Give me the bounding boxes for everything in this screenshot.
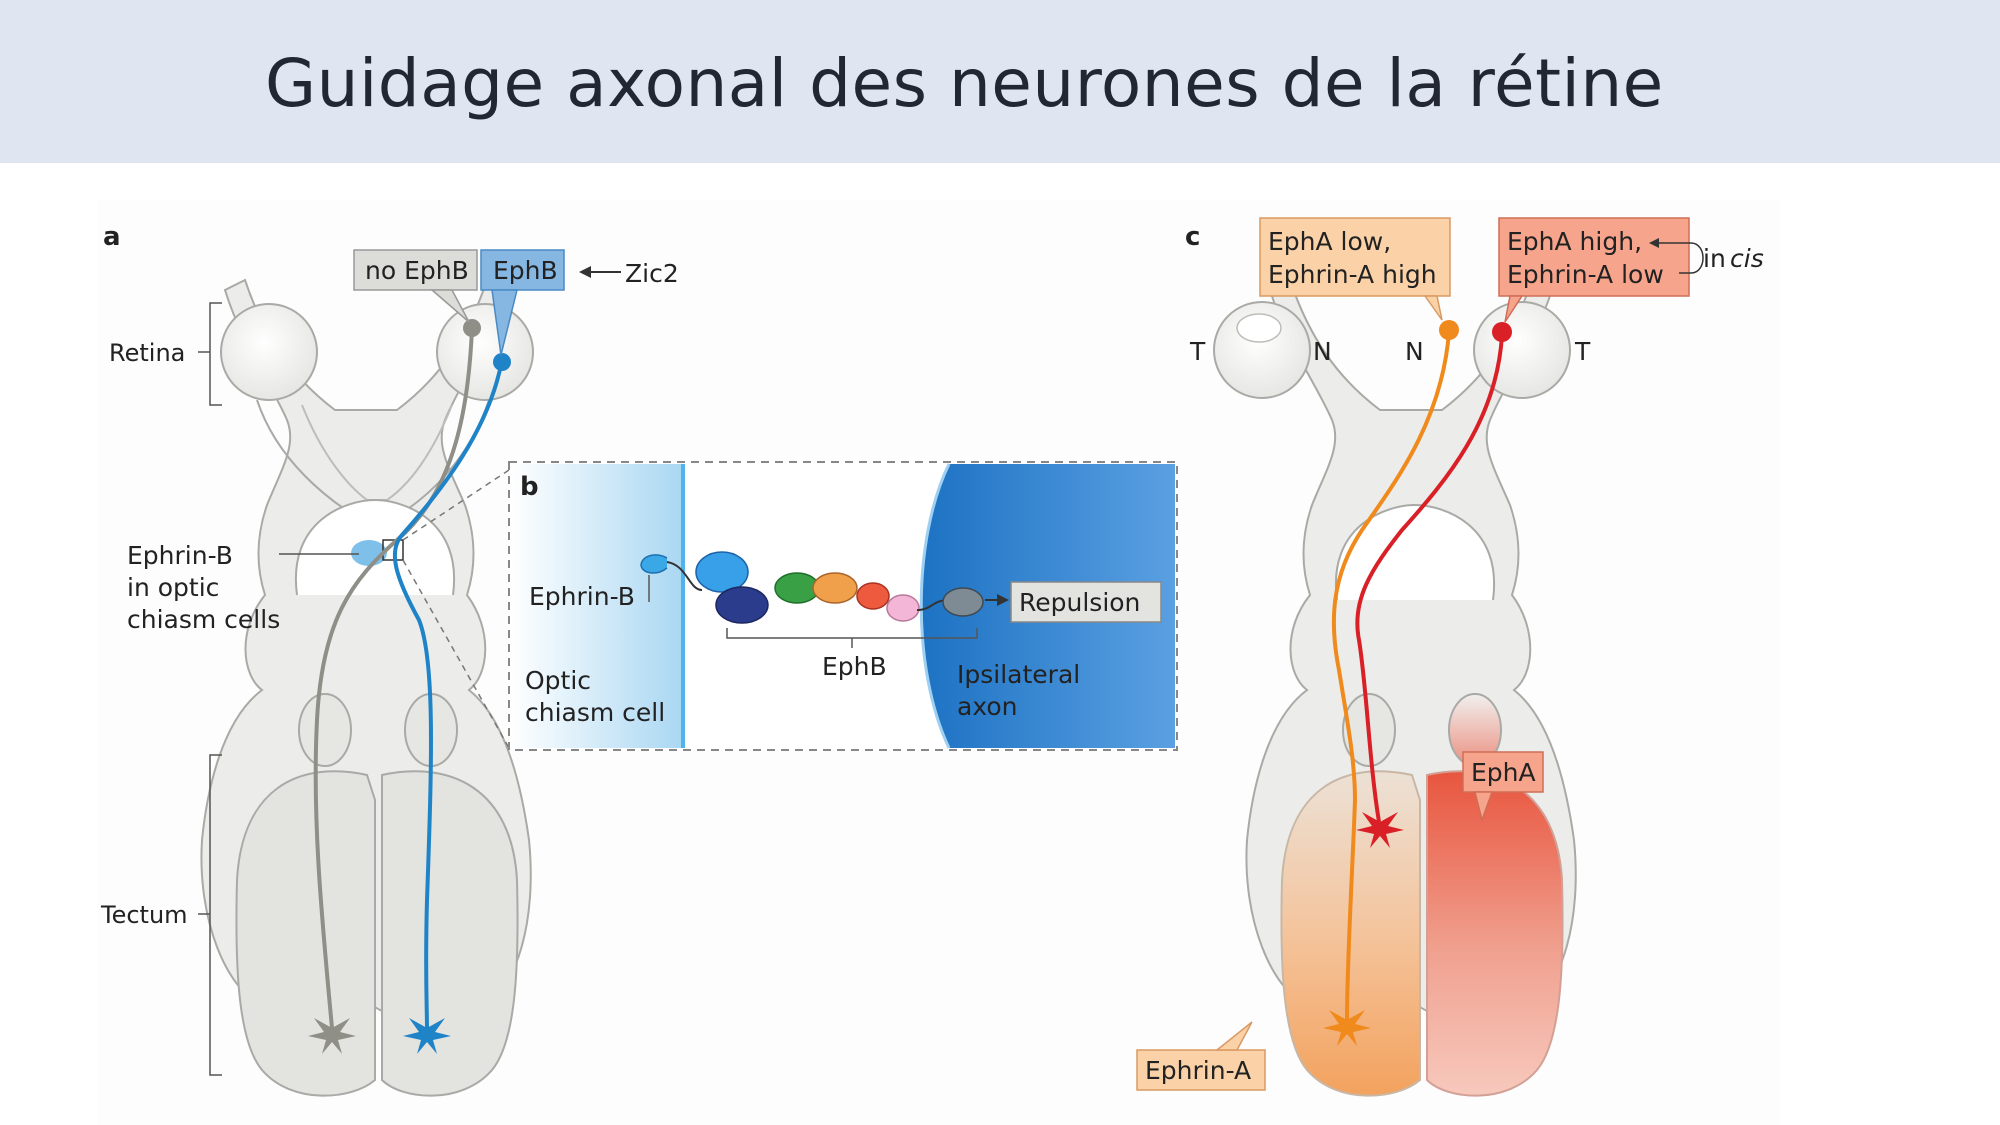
figure-area: a Reti [97, 200, 1780, 1125]
orange-neuron [1439, 320, 1459, 340]
repulsion-label: Repulsion [1019, 588, 1140, 617]
left-bulb [298, 693, 352, 767]
epha-high-box [1498, 217, 1690, 297]
panel-c-letter: c [1185, 222, 1200, 252]
zoom-box [382, 539, 404, 561]
right-eye [436, 303, 534, 401]
red-axon [1355, 334, 1504, 823]
no-ephb-box [353, 249, 478, 291]
left-tectum-lobe [235, 770, 376, 1097]
panel-c-n-right: N [1405, 337, 1424, 366]
no-ephb-label: no EphB [365, 256, 469, 285]
ephb-domain-4 [812, 572, 858, 604]
blue-neuron [493, 353, 511, 371]
ephb-domain-2 [715, 586, 769, 624]
panel-c: c T N N T EphA l [1136, 217, 1764, 1097]
panel-c-t-left: T [1189, 337, 1206, 366]
orange-axon [1331, 331, 1451, 1021]
optic-chiasm-cell [511, 464, 683, 748]
panel-b: b Ephrin-B Optic chiasm cell Ipsilateral… [508, 461, 1178, 751]
epha-box [1462, 751, 1544, 793]
retina-label: Retina [109, 339, 185, 367]
panel-b-ephrin-b-label: Ephrin-B [529, 582, 635, 611]
panel-b-letter: b [520, 472, 539, 502]
grey-neuron [463, 319, 481, 337]
ephrin-b-label-line1: Ephrin-B [127, 541, 233, 570]
epha-high-line1: EphA high, [1507, 227, 1642, 256]
ephrin-b-label-line3: chiasm cells [127, 605, 280, 634]
panel-c-n-left: N [1313, 337, 1332, 366]
panel-a: a Reti [100, 222, 679, 1097]
axon-guidance-diagram: a Reti [100, 217, 1764, 1097]
ephb-domain-1 [695, 551, 749, 593]
zic2-label: Zic2 [625, 259, 679, 288]
slide-header: Guidage axonal des neurones de la rétine [0, 0, 2000, 163]
right-tectum-lobe [381, 770, 519, 1097]
epha-low-line2: Ephrin-A high [1268, 260, 1437, 289]
red-axon-terminal [1356, 812, 1404, 848]
ephb-box [480, 249, 565, 291]
panel-c-right-tectum-epha [1426, 770, 1564, 1097]
optic-label-line2: chiasm cell [525, 698, 665, 727]
ipsi-label-line1: Ipsilateral [957, 660, 1080, 689]
grey-axon-terminal [308, 1018, 356, 1054]
blue-axon [392, 359, 504, 1029]
ephrin-a-label: Ephrin-A [1145, 1056, 1251, 1085]
epha-low-box [1259, 217, 1451, 297]
ipsi-label-line2: axon [957, 692, 1018, 721]
panel-b-ephb-label: EphB [822, 652, 887, 681]
cis-label: cis [1730, 244, 1764, 273]
tectum-label: Tectum [100, 901, 188, 929]
panel-a-letter: a [103, 222, 121, 252]
ephb-label: EphB [493, 256, 558, 285]
ephrin-b-label-line2: in optic [127, 573, 219, 602]
blue-axon-terminal [403, 1018, 451, 1054]
panel-c-t-right: T [1574, 337, 1591, 366]
grey-axon [313, 327, 474, 1029]
ephrin-b-ligand [640, 554, 668, 574]
in-label: in [1703, 244, 1726, 273]
epha-low-line1: EphA low, [1268, 227, 1391, 256]
slide-title: Guidage axonal des neurones de la rétine [265, 45, 1664, 122]
ephrin-a-box [1136, 1049, 1266, 1091]
ephb-domain-6 [886, 594, 920, 622]
left-eye [220, 303, 318, 401]
optic-label-line1: Optic [525, 666, 591, 695]
epha-high-line2: Ephrin-A low [1507, 260, 1664, 289]
ephb-kinase-domain [942, 587, 984, 617]
red-neuron [1492, 322, 1512, 342]
epha-label: EphA [1471, 758, 1536, 787]
repulsion-box [1010, 581, 1162, 623]
panel-c-right-eye [1473, 301, 1571, 399]
ephb-domain-5 [856, 582, 890, 610]
orange-axon-terminal [1323, 1010, 1371, 1046]
